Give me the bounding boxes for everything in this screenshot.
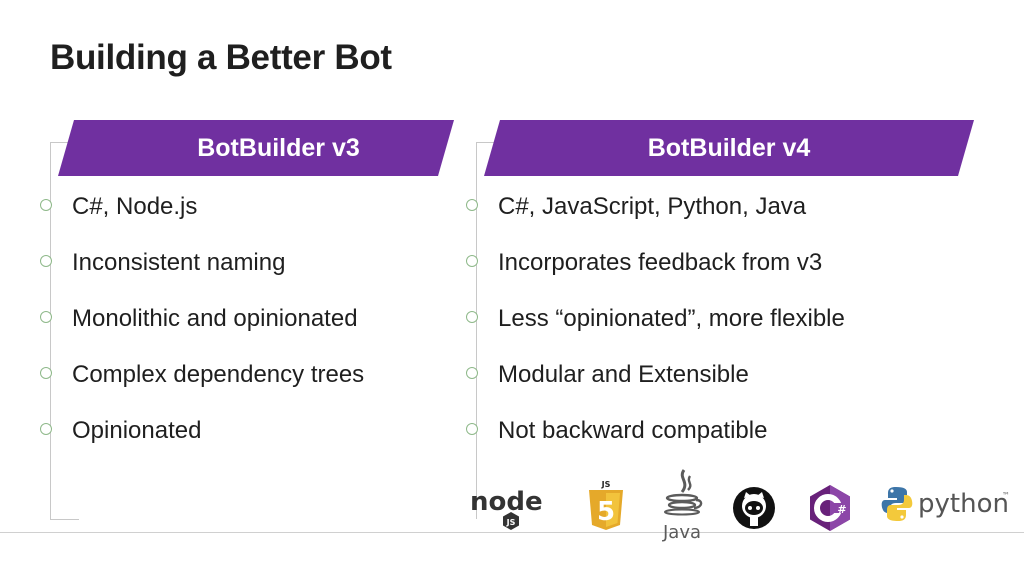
svg-text:#: # — [837, 503, 846, 516]
java-logo-icon: Java — [662, 469, 703, 542]
bullet-icon — [40, 255, 52, 267]
list-item: Monolithic and opinionated — [40, 304, 364, 360]
svg-text:5: 5 — [597, 497, 615, 527]
v4-feature-list: C#, JavaScript, Python, Java Incorporate… — [466, 192, 845, 472]
javascript-logo-icon: JS 5 — [589, 480, 623, 530]
language-logos: node JS JS 5 Java # — [470, 466, 1010, 546]
list-item: Less “opinionated”, more flexible — [466, 304, 845, 360]
github-logo-icon — [733, 487, 775, 529]
python-logo-icon: python ™ — [881, 487, 1010, 521]
bullet-icon — [466, 423, 478, 435]
bullet-icon — [40, 367, 52, 379]
bullet-icon — [466, 311, 478, 323]
nodejs-logo-icon: node JS — [470, 487, 543, 530]
left-column-bracket — [50, 142, 79, 520]
slide-title: Building a Better Bot — [50, 38, 392, 77]
python-trademark: ™ — [1002, 491, 1010, 500]
bullet-icon — [466, 255, 478, 267]
bullet-icon — [40, 311, 52, 323]
node-js-badge: JS — [506, 518, 516, 527]
bullet-icon — [40, 199, 52, 211]
list-item: Incorporates feedback from v3 — [466, 248, 845, 304]
python-wordmark: python — [918, 489, 1009, 519]
v4-header: BotBuilder v4 — [484, 120, 974, 176]
list-item: Inconsistent naming — [40, 248, 364, 304]
list-item: C#, Node.js — [40, 192, 364, 248]
list-item: Complex dependency trees — [40, 360, 364, 416]
bullet-icon — [466, 199, 478, 211]
right-column-bracket — [476, 142, 505, 519]
v3-header: BotBuilder v3 — [58, 120, 454, 176]
java-wordmark: Java — [662, 522, 701, 542]
list-item: Opinionated — [40, 416, 364, 472]
list-item: Not backward compatible — [466, 416, 845, 472]
bottom-divider — [0, 532, 1024, 533]
v3-feature-list: C#, Node.js Inconsistent naming Monolith… — [40, 192, 364, 472]
list-item: Modular and Extensible — [466, 360, 845, 416]
js-label: JS — [601, 480, 611, 489]
bullet-icon — [40, 423, 52, 435]
csharp-logo-icon: # — [810, 485, 850, 531]
node-wordmark: node — [470, 487, 543, 517]
list-item: C#, JavaScript, Python, Java — [466, 192, 845, 248]
bullet-icon — [466, 367, 478, 379]
